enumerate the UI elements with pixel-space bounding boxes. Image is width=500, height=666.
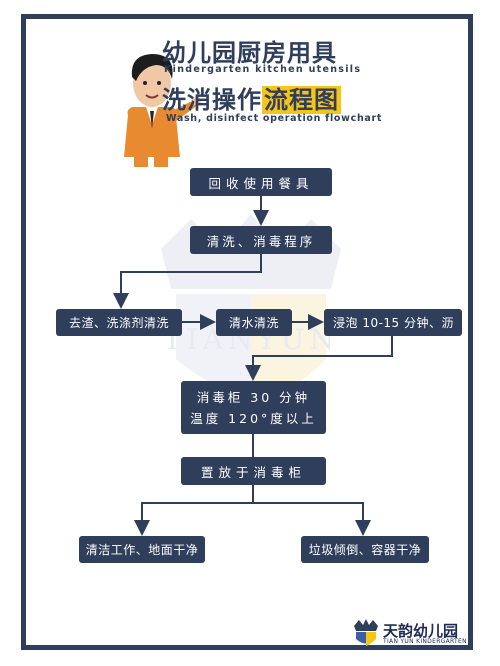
title-line-1: 幼儿园厨房用具 xyxy=(162,39,337,67)
title-line-2-highlight: 流程图 xyxy=(262,86,341,114)
logo-name: 天韵幼儿园 xyxy=(383,622,459,640)
step-recycle-tableware: 回收使用餐具 xyxy=(190,168,332,196)
step-soak: 浸泡 10-15 分钟、沥 xyxy=(324,309,462,336)
step-clean-disinfect: 清洗、消毒程序 xyxy=(190,226,332,254)
logo-subtitle: TIAN YUN KINDERGARTEN xyxy=(383,638,467,645)
title-line-2: 洗消操作流程图 xyxy=(162,80,341,115)
step-cabinet-line1: 消毒柜 30 分钟 xyxy=(196,389,311,405)
step-cabinet-line2: 温度 120°度以上 xyxy=(190,410,317,426)
title-line-1-english: Kindergarten kitchen utensils xyxy=(164,64,362,75)
kindergarten-logo-icon xyxy=(354,619,378,646)
step-disinfection-cabinet: 消毒柜 30 分钟 温度 120°度以上 xyxy=(181,381,326,434)
step-rinse: 清水清洗 xyxy=(216,309,292,336)
cartoon-teacher-icon xyxy=(124,54,201,167)
step-clean-floor: 清洁工作、地面干净 xyxy=(79,536,205,563)
step-dump-garbage: 垃圾倾倒、容器干净 xyxy=(301,536,429,563)
title-line-2-english: Wash, disinfect operation flowchart xyxy=(166,113,383,124)
step-remove-residue: 去渣、洗涤剂清洗 xyxy=(56,309,182,336)
step-place-in-cabinet: 置放于消毒柜 xyxy=(181,457,326,485)
title-line-2-plain: 洗消操作 xyxy=(162,86,262,114)
